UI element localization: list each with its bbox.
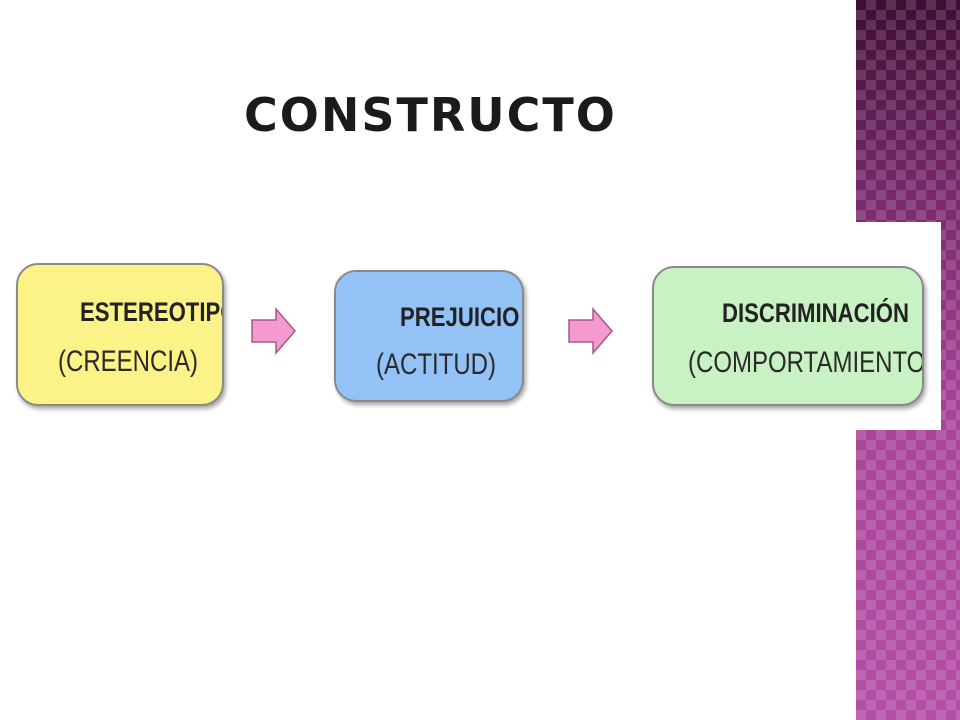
- node-discriminacion-sublabel: (COMPORTAMIENTO): [688, 346, 924, 379]
- node-estereotipo-sublabel: (CREENCIA): [58, 345, 199, 378]
- node-prejuicio-label: PREJUICIO: [400, 302, 520, 332]
- slide-title: CONSTRUCTO: [244, 88, 617, 142]
- node-estereotipo-label: ESTEREOTIPO: [80, 297, 224, 327]
- node-prejuicio-sublabel: (ACTITUD): [376, 348, 496, 381]
- node-prejuicio: PREJUICIO (ACTITUD): [334, 270, 524, 402]
- arrow-right-icon: [251, 306, 296, 356]
- node-discriminacion: DISCRIMINACIÓN (COMPORTAMIENTO): [652, 266, 924, 406]
- node-discriminacion-label: DISCRIMINACIÓN: [722, 298, 909, 328]
- node-estereotipo: ESTEREOTIPO (CREENCIA): [16, 263, 224, 406]
- arrow-right-icon: [568, 306, 613, 356]
